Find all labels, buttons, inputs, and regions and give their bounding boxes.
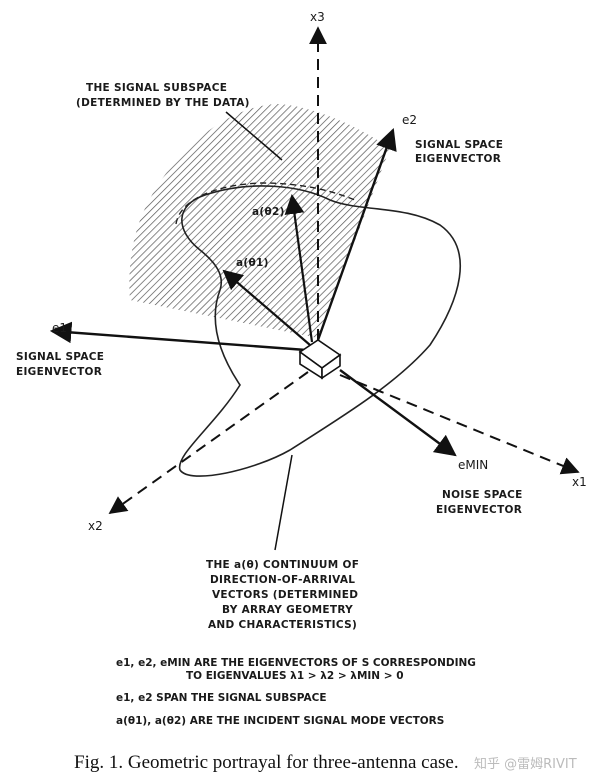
emin-vector — [339, 369, 457, 457]
legend-line2: TO EIGENVALUES λ1 > λ2 > λMIN > 0 — [186, 670, 404, 682]
continuum-line3: VECTORS (DETERMINED — [212, 589, 358, 601]
legend-line1: e1, e2, eMIN ARE THE EIGENVECTORS OF S C… — [116, 657, 476, 669]
continuum-label-leader — [274, 454, 293, 551]
e2-description-line2: EIGENVECTOR — [415, 153, 501, 165]
subspace-label-leader — [225, 111, 283, 161]
continuum-line2: DIRECTION-OF-ARRIVAL — [210, 574, 355, 586]
a-theta1-label: a(θ1) — [236, 257, 269, 269]
continuum-line1: THE a(θ) CONTINUUM OF — [206, 559, 359, 571]
e1-description-line2: EIGENVECTOR — [16, 366, 102, 378]
continuum-line5: AND CHARACTERISTICS) — [208, 619, 357, 631]
e1-label: e1 — [52, 321, 67, 335]
x1-label: x1 — [572, 475, 587, 489]
e1-description-line1: SIGNAL SPACE — [16, 351, 104, 363]
a-theta2-label: a(θ2) — [252, 206, 285, 218]
e2-vector — [316, 127, 397, 341]
emin-description-line1: NOISE SPACE — [442, 489, 523, 501]
figure-caption: Fig. 1. Geometric portrayal for three-an… — [74, 752, 459, 773]
legend-line4: a(θ1), a(θ2) ARE THE INCIDENT SIGNAL MOD… — [116, 715, 444, 727]
watermark: 知乎 @雷姆RIVIT — [474, 756, 577, 772]
emin-label: eMIN — [458, 458, 488, 472]
x2-label: x2 — [88, 519, 103, 533]
antenna-array-cube — [298, 339, 342, 380]
a-theta1-vector — [222, 269, 311, 346]
x3-label: x3 — [310, 10, 325, 24]
a-theta-continuum-dashed — [175, 182, 356, 225]
signal-subspace-title: THE SIGNAL SUBSPACE — [86, 82, 227, 94]
signal-subspace-subtitle: (DETERMINED BY THE DATA) — [76, 97, 250, 109]
e1-vector — [49, 321, 307, 352]
continuum-line4: BY ARRAY GEOMETRY — [222, 604, 353, 616]
a-theta2-vector — [284, 194, 314, 343]
e2-label: e2 — [402, 113, 417, 127]
x2-axis — [108, 371, 309, 515]
e2-description-line1: SIGNAL SPACE — [415, 139, 503, 151]
legend-line3: e1, e2 SPAN THE SIGNAL SUBSPACE — [116, 692, 327, 704]
emin-description-line2: EIGENVECTOR — [436, 504, 522, 516]
x1-axis — [339, 374, 580, 475]
signal-subspace-plane — [129, 104, 390, 338]
